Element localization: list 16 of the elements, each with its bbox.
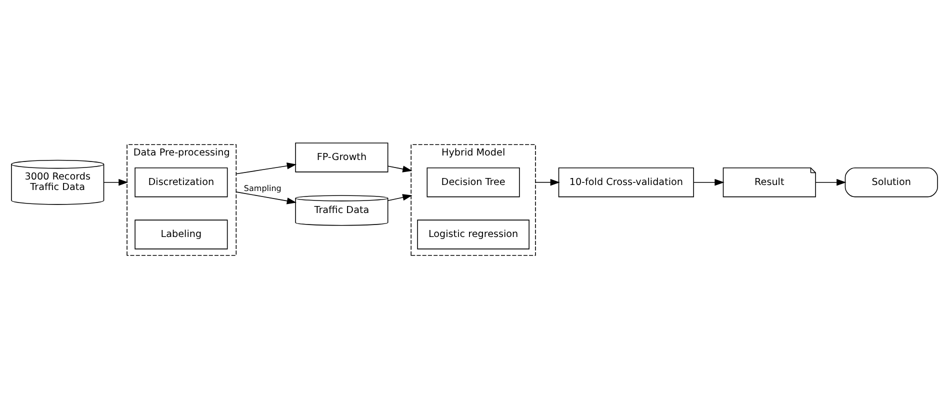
arrow bbox=[815, 178, 846, 186]
node-box: Discretization bbox=[134, 168, 228, 198]
arrow bbox=[236, 162, 297, 174]
node-box: Logistic regression bbox=[417, 220, 530, 250]
edge-label: Sampling bbox=[244, 184, 282, 194]
node-box: Solution bbox=[844, 168, 938, 198]
node-box: Decision Tree bbox=[426, 168, 520, 198]
arrow bbox=[236, 192, 297, 204]
arrow bbox=[388, 194, 412, 202]
arrow bbox=[103, 178, 128, 186]
node-box: FP-Growth bbox=[295, 142, 388, 172]
arrow bbox=[388, 166, 412, 172]
arrow bbox=[535, 178, 560, 186]
arrow bbox=[693, 178, 724, 186]
node-box: 10-fold Cross-validation bbox=[558, 168, 694, 198]
node-box: Labeling bbox=[134, 220, 228, 250]
